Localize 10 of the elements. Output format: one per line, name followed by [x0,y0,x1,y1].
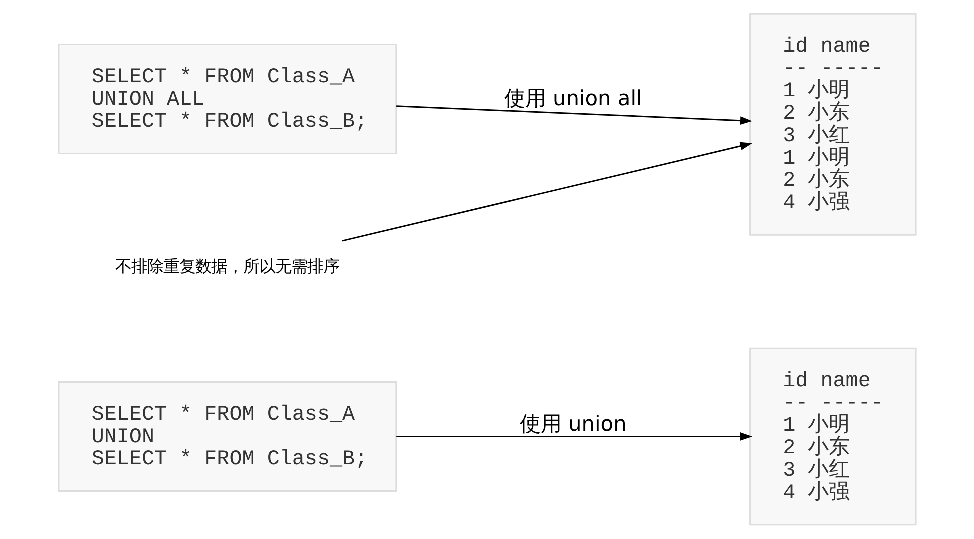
arrow [396,432,752,441]
node-box: SELECT * FROM Class_A UNION ALL SELECT * FROM Class_B; [58,44,397,155]
node-box: SELECT * FROM Class_A UNION SELECT * FROM Class_B; [58,381,397,492]
node-box: id name -- ----- 1 小明 2 小东 3 小红 1 小明 2 小东 4 小强 [749,13,916,236]
arrow [342,142,752,242]
edge-label: 使用 union all [504,86,642,111]
arrow [396,106,752,126]
node-text: 不排除重复数据，所以无需排序 [115,257,340,276]
edge-label: 使用 union [519,412,626,436]
node-box: id name -- ----- 1 小明 2 小东 3 小红 4 小强 [749,348,916,526]
